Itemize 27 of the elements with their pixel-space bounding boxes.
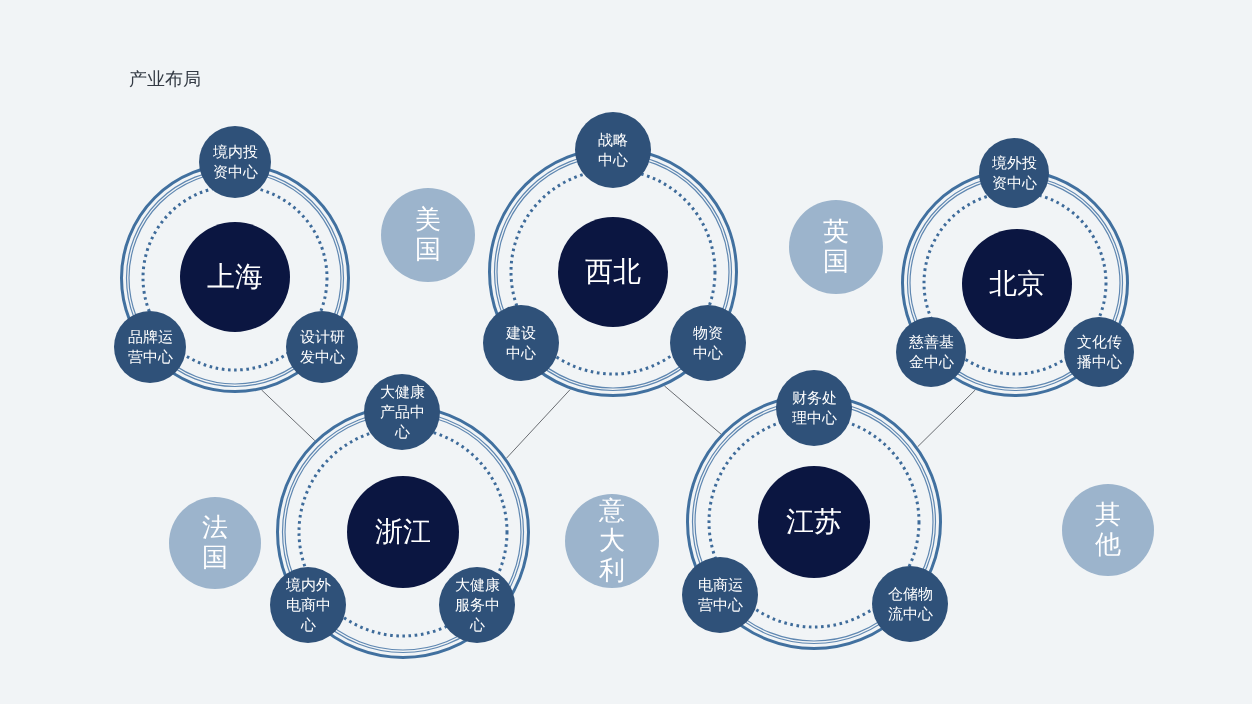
satellite-circle: 文化传播中心: [1064, 317, 1134, 387]
country-circle: 美国: [381, 188, 475, 282]
satellite-circle: 仓储物流中心: [872, 566, 948, 642]
satellite-circle: 战略中心: [575, 112, 651, 188]
hub-circle: 北京: [962, 229, 1072, 339]
country-circle: 其他: [1062, 484, 1154, 576]
country-circle: 英国: [789, 200, 883, 294]
connector-line: [917, 389, 976, 448]
hub-circle: 江苏: [758, 466, 870, 578]
satellite-circle: 建设中心: [483, 305, 559, 381]
satellite-circle: 境外投资中心: [979, 138, 1049, 208]
hub-circle: 西北: [558, 217, 668, 327]
satellite-circle: 品牌运营中心: [114, 311, 186, 383]
connector-line: [261, 389, 316, 442]
satellite-circle: 物资中心: [670, 305, 746, 381]
satellite-circle: 慈善基金中心: [896, 317, 966, 387]
satellite-circle: 财务处理中心: [776, 370, 852, 446]
satellite-circle: 设计研发中心: [286, 311, 358, 383]
connector-line: [663, 385, 722, 435]
satellite-circle: 境内投资中心: [199, 126, 271, 198]
satellite-circle: 大健康产品中心: [364, 374, 440, 450]
country-circle: 意大利: [565, 494, 659, 588]
satellite-circle: 境内外电商中心: [270, 567, 346, 643]
connector-line: [505, 389, 571, 459]
country-circle: 法国: [169, 497, 261, 589]
title: 产业布局: [129, 68, 201, 91]
hub-circle: 上海: [180, 222, 290, 332]
